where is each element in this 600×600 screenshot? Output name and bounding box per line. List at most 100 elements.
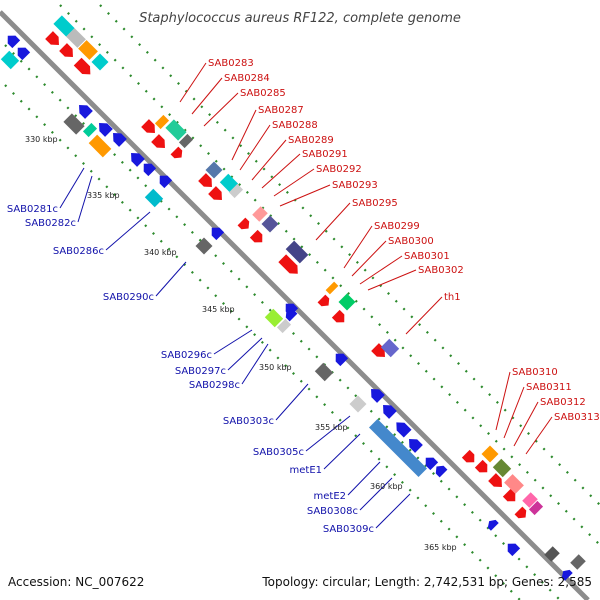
- reverse-gene-arrow[interactable]: [485, 517, 499, 531]
- forward-gene-block[interactable]: [380, 338, 400, 358]
- forward-gene-arrow[interactable]: [237, 217, 253, 233]
- forward-gene-block[interactable]: [78, 40, 98, 60]
- gene-label-sab0311[interactable]: SAB0311: [526, 382, 572, 393]
- gene-label-sab0302[interactable]: SAB0302: [418, 265, 464, 276]
- gene-label-sab0292[interactable]: SAB0292: [316, 164, 362, 175]
- forward-gene-block[interactable]: [178, 133, 194, 149]
- forward-gene-arrow[interactable]: [317, 294, 333, 310]
- forward-gene-arrow[interactable]: [461, 449, 478, 466]
- forward-gene-arrow[interactable]: [45, 31, 63, 49]
- forward-gene-block[interactable]: [165, 119, 187, 141]
- forward-gene-block[interactable]: [228, 183, 244, 199]
- forward-gene-arrow[interactable]: [514, 506, 530, 522]
- gene-label-sab0300[interactable]: SAB0300: [388, 236, 434, 247]
- gene-label-sab0297c[interactable]: SAB0297c: [175, 366, 226, 377]
- reverse-gene-arrow[interactable]: [208, 224, 225, 241]
- gene-label-sab0291[interactable]: SAB0291: [302, 149, 348, 160]
- forward-gene-block[interactable]: [504, 474, 524, 494]
- forward-gene-arrow[interactable]: [59, 43, 77, 61]
- reverse-gene-arrow[interactable]: [156, 172, 173, 189]
- forward-gene-block[interactable]: [252, 206, 268, 222]
- forward-gene-block[interactable]: [325, 281, 339, 295]
- gene-label-sab0293[interactable]: SAB0293: [332, 180, 378, 191]
- forward-gene-block[interactable]: [261, 215, 279, 233]
- gene-label-sab0290c[interactable]: SAB0290c: [103, 292, 154, 303]
- forward-gene-block[interactable]: [522, 492, 538, 508]
- reverse-gene-block[interactable]: [195, 237, 213, 255]
- gene-label-sab0295[interactable]: SAB0295: [352, 198, 398, 209]
- gene-label-th1[interactable]: th1: [444, 292, 461, 303]
- reverse-gene-arrow[interactable]: [405, 435, 423, 453]
- forward-gene-arrow[interactable]: [278, 254, 301, 277]
- forward-gene-arrow[interactable]: [73, 57, 95, 79]
- forward-gene-arrow[interactable]: [141, 119, 159, 137]
- gene-label-sab0284[interactable]: SAB0284: [224, 73, 270, 84]
- gene-label-sab0299[interactable]: SAB0299: [374, 221, 420, 232]
- gene-label-sab0281c[interactable]: SAB0281c: [7, 204, 58, 215]
- gene-label-sab0298c[interactable]: SAB0298c: [189, 380, 240, 391]
- reverse-gene-arrow[interactable]: [332, 350, 349, 367]
- reverse-gene-arrow[interactable]: [504, 540, 521, 557]
- reverse-gene-arrow[interactable]: [379, 401, 397, 419]
- reverse-gene-arrow[interactable]: [422, 454, 439, 471]
- forward-gene-block[interactable]: [492, 458, 512, 478]
- reverse-gene-arrow[interactable]: [367, 385, 385, 403]
- reverse-gene-block[interactable]: [276, 318, 292, 334]
- gene-label-sab0288[interactable]: SAB0288: [272, 120, 318, 131]
- reverse-gene-arrow[interactable]: [127, 149, 145, 167]
- gene-label-mete2[interactable]: metE2: [314, 491, 347, 502]
- forward-gene-arrow[interactable]: [208, 186, 226, 204]
- reverse-gene-block[interactable]: [63, 113, 85, 135]
- forward-gene-block[interactable]: [91, 53, 109, 71]
- forward-gene-block[interactable]: [154, 114, 170, 130]
- forward-gene-arrow[interactable]: [198, 173, 216, 191]
- gene-label-sab0286c[interactable]: SAB0286c: [53, 246, 104, 257]
- reverse-gene-arrow[interactable]: [140, 160, 157, 177]
- gene-label-sab0296c[interactable]: SAB0296c: [161, 350, 212, 361]
- forward-gene-block[interactable]: [338, 293, 356, 311]
- gene-label-sab0303c[interactable]: SAB0303c: [223, 416, 274, 427]
- reverse-gene-block[interactable]: [314, 362, 334, 382]
- reverse-gene-block[interactable]: [264, 308, 284, 328]
- reverse-gene-block[interactable]: [349, 395, 367, 413]
- gene-label-sab0310[interactable]: SAB0310: [512, 367, 558, 378]
- forward-gene-block[interactable]: [219, 173, 239, 193]
- gene-label-sab0289[interactable]: SAB0289: [288, 135, 334, 146]
- reverse-gene-arrow[interactable]: [559, 567, 573, 581]
- forward-gene-arrow[interactable]: [488, 473, 506, 491]
- gene-label-sab0287[interactable]: SAB0287: [258, 105, 304, 116]
- reverse-gene-arrow[interactable]: [95, 119, 113, 137]
- gene-label-sab0283[interactable]: SAB0283: [208, 58, 254, 69]
- reverse-gene-arrow[interactable]: [75, 101, 93, 119]
- forward-gene-arrow[interactable]: [474, 459, 491, 476]
- forward-gene-block[interactable]: [53, 15, 75, 37]
- forward-gene-block[interactable]: [285, 240, 309, 264]
- forward-gene-arrow[interactable]: [331, 309, 348, 326]
- reverse-gene-arrow[interactable]: [392, 418, 412, 438]
- forward-gene-block[interactable]: [481, 445, 499, 463]
- forward-gene-arrow[interactable]: [502, 488, 519, 505]
- reverse-gene-block[interactable]: [570, 554, 586, 570]
- forward-gene-block[interactable]: [66, 28, 86, 48]
- gene-label-mete1[interactable]: metE1: [290, 465, 323, 476]
- forward-gene-arrow[interactable]: [151, 134, 169, 152]
- reverse-gene-block[interactable]: [88, 134, 112, 158]
- reverse-gene-block[interactable]: [369, 419, 427, 477]
- reverse-gene-arrow[interactable]: [109, 129, 127, 147]
- reverse-gene-arrow[interactable]: [14, 44, 31, 61]
- forward-gene-block[interactable]: [528, 500, 544, 516]
- gene-label-sab0313[interactable]: SAB0313: [554, 412, 600, 423]
- forward-gene-arrow[interactable]: [170, 146, 186, 162]
- forward-gene-arrow[interactable]: [249, 229, 266, 246]
- gene-label-sab0301[interactable]: SAB0301: [404, 251, 450, 262]
- reverse-gene-arrow[interactable]: [433, 463, 448, 478]
- reverse-gene-arrow[interactable]: [283, 307, 298, 322]
- gene-label-sab0305c[interactable]: SAB0305c: [253, 447, 304, 458]
- gene-label-sab0308c[interactable]: SAB0308c: [307, 506, 358, 517]
- reverse-gene-block[interactable]: [144, 188, 164, 208]
- reverse-gene-block[interactable]: [0, 50, 20, 70]
- reverse-gene-arrow[interactable]: [4, 32, 21, 49]
- gene-label-sab0282c[interactable]: SAB0282c: [25, 218, 76, 229]
- reverse-gene-block[interactable]: [544, 546, 560, 562]
- gene-label-sab0285[interactable]: SAB0285: [240, 88, 286, 99]
